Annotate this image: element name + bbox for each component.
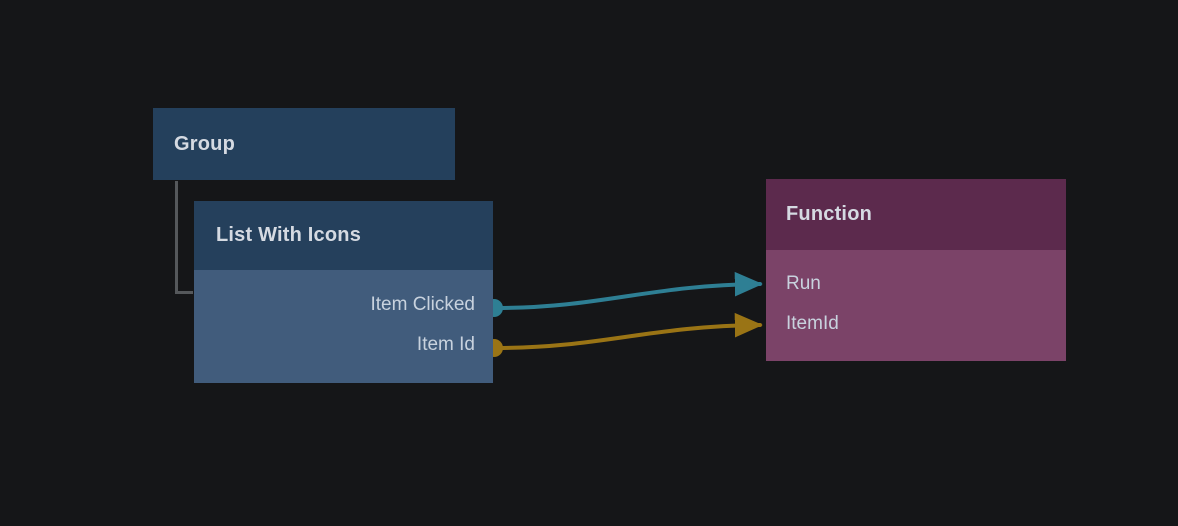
output-port-item-clicked[interactable]: Item Clicked [194,284,493,324]
node-function-header[interactable]: Function [766,179,1066,250]
bracket-horizontal-line [175,291,193,294]
node-group-header[interactable]: Group [153,108,455,180]
input-port-itemid[interactable]: ItemId [766,303,1066,343]
node-list-with-icons-header[interactable]: List With Icons [194,201,493,270]
output-port-item-id[interactable]: Item Id [194,324,493,364]
input-port-itemid-label: ItemId [786,312,839,334]
input-port-run-label: Run [786,272,821,294]
wire-item-id-to-itemid[interactable] [495,312,763,350]
node-group[interactable]: Group [153,108,455,180]
node-list-with-icons[interactable]: List With Icons Item Clicked Item Id [194,201,493,383]
bracket-vertical-line [175,181,178,292]
node-function-title: Function [786,203,873,225]
input-port-run[interactable]: Run [766,263,1066,303]
node-function[interactable]: Function Run ItemId [766,179,1066,361]
node-list-with-icons-title: List With Icons [216,224,362,246]
output-port-item-clicked-label: Item Clicked [370,293,475,315]
node-list-with-icons-body: Item Clicked Item Id [194,270,493,383]
node-function-body: Run ItemId [766,250,1066,361]
node-group-title: Group [174,132,235,155]
group-containment-bracket [175,181,193,294]
output-port-item-id-label: Item Id [416,333,475,355]
wire-item-clicked-to-run[interactable] [495,271,763,310]
